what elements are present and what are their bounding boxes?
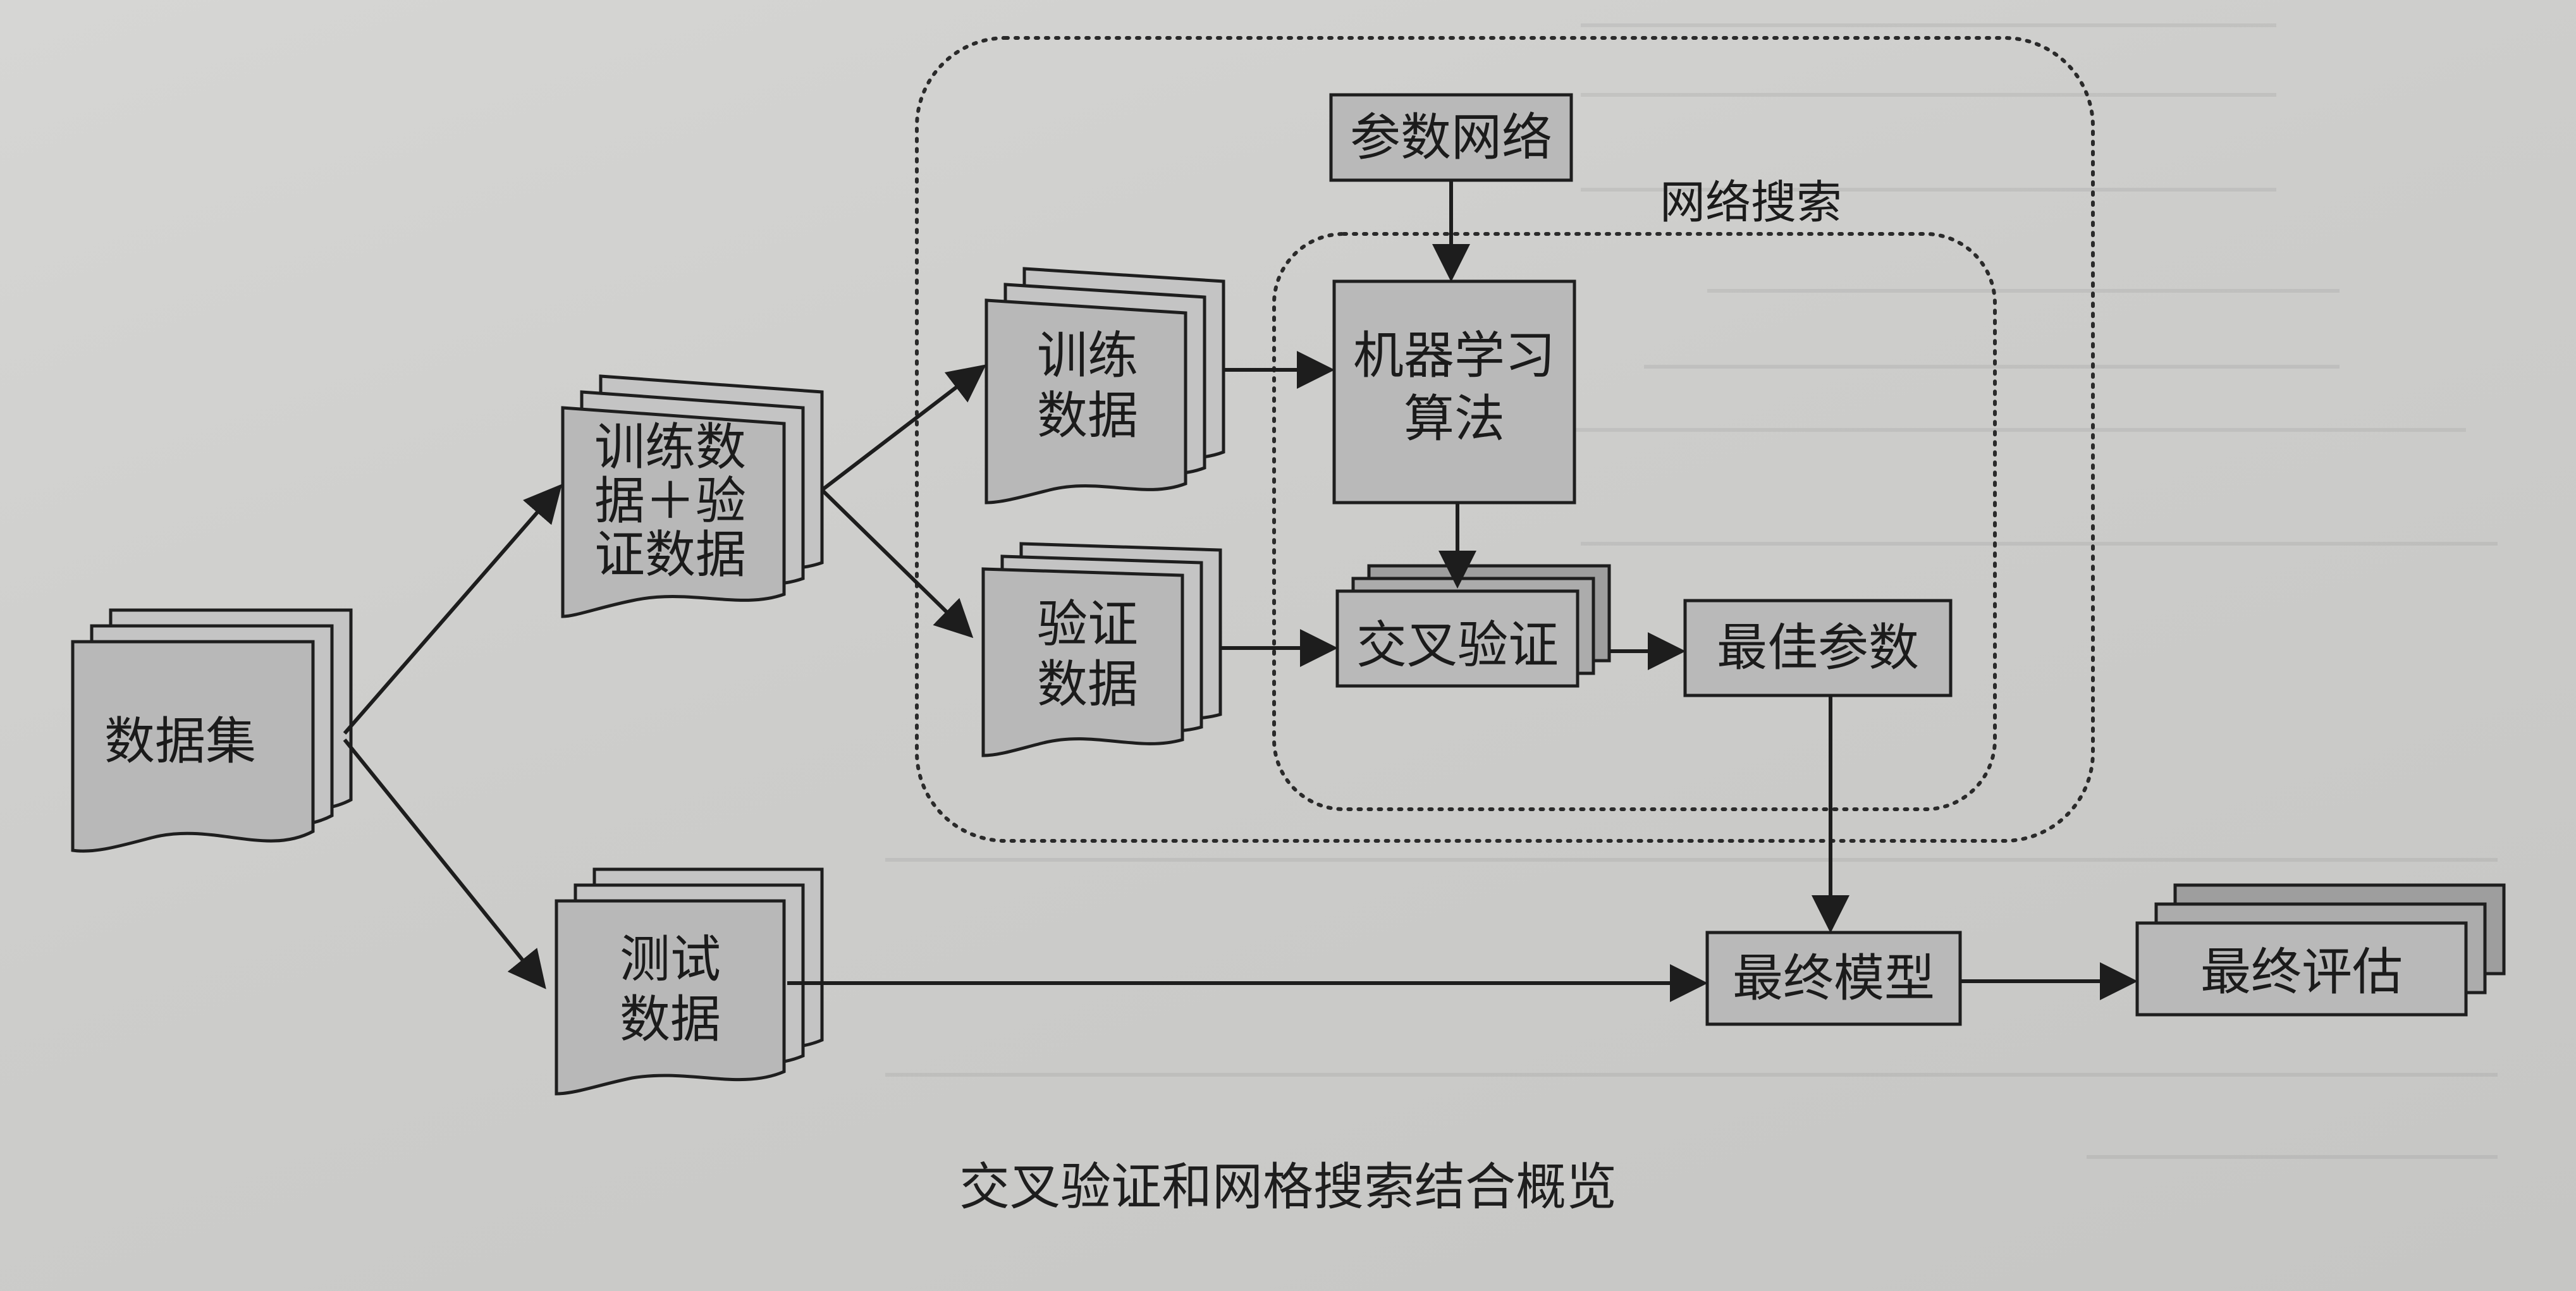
ml-algorithm-box: 机器学习 算法 [1332, 279, 1576, 505]
train-data-doc: 训练 数据 [984, 267, 1225, 505]
final-eval-box: 最终评估 [2135, 883, 2506, 1017]
train-val-doc: 训练数 据＋验 证数据 [561, 374, 824, 618]
train-val-label-line1: 训练数 [594, 418, 746, 477]
train-val-label-line2: 据＋验 [594, 472, 746, 530]
dataset-doc: 数据集 [71, 608, 353, 853]
param-grid-box: 参数网络 [1329, 93, 1573, 182]
ml-algorithm-label-line1: 机器学习 [1353, 326, 1555, 385]
train-val-label-line3: 证数据 [594, 525, 746, 584]
inner-search-region [1272, 232, 1997, 811]
arrow-trainval-to-val [820, 488, 974, 639]
test-data-doc: 测试 数据 [555, 867, 824, 1096]
grid-search-region [915, 36, 2095, 843]
arrow-trainval-to-train [821, 364, 986, 492]
test-data-label-line1: 测试 [620, 930, 721, 989]
arrow-dataset-to-test [343, 738, 546, 989]
final-eval-label: 最终评估 [2200, 943, 2403, 1001]
cross-validation-box: 交叉验证 [1335, 564, 1611, 688]
background-texture [885, 23, 2498, 1159]
figure-caption: 交叉验证和网格搜索结合概览 [959, 1158, 1617, 1216]
ml-algorithm-label-line2: 算法 [1404, 389, 1505, 448]
best-params-label: 最佳参数 [1717, 618, 1919, 677]
val-data-doc: 验证 数据 [981, 542, 1222, 757]
grid-search-label: 网络搜索 [1660, 176, 1842, 229]
val-data-label-line2: 数据 [1037, 655, 1138, 714]
train-data-label-line1: 训练 [1037, 326, 1138, 385]
param-grid-label: 参数网络 [1350, 108, 1552, 167]
dataset-label: 数据集 [104, 712, 256, 771]
final-model-label: 最终模型 [1733, 949, 1935, 1008]
arrow-dataset-to-trainval [343, 484, 562, 735]
cross-validation-label: 交叉验证 [1356, 616, 1559, 675]
train-data-label-line2: 数据 [1037, 386, 1138, 445]
final-model-box: 最终模型 [1705, 931, 1962, 1026]
val-data-label-line1: 验证 [1037, 595, 1138, 654]
best-params-box: 最佳参数 [1683, 599, 1953, 697]
arrows [343, 180, 2138, 1002]
test-data-label-line2: 数据 [620, 990, 721, 1049]
